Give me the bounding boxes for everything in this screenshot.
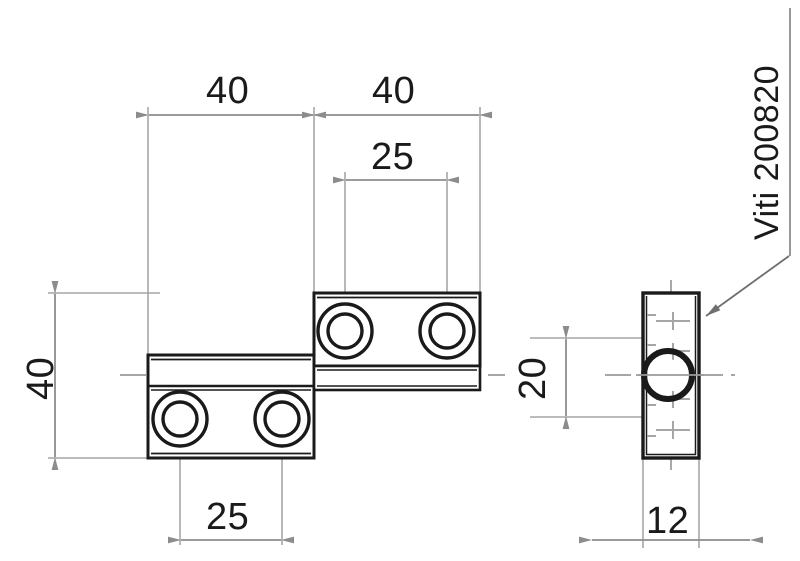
front-view-lower-leaf — [146, 353, 316, 460]
front-view-upper-leaf — [312, 291, 482, 392]
upper-leaf-hole-right — [418, 302, 476, 360]
dimension-label-bottom-25: 25 — [206, 496, 250, 538]
part-label-leader-line — [705, 8, 791, 317]
dimension-label-top-left-40: 40 — [206, 70, 250, 112]
dimension-label-top-right-40: 40 — [372, 70, 416, 112]
dimension-label-left-40: 40 — [20, 356, 62, 400]
upper-leaf-hole-left — [316, 302, 374, 360]
lower-leaf-hole-right — [253, 390, 311, 448]
part-label-viti: Viti 200820 — [748, 64, 786, 240]
lower-leaf-hole-left — [151, 390, 209, 448]
dimension-label-side-12: 12 — [646, 500, 690, 542]
dimension-label-side-20: 20 — [512, 356, 554, 400]
dimension-label-top-25: 25 — [371, 136, 415, 178]
